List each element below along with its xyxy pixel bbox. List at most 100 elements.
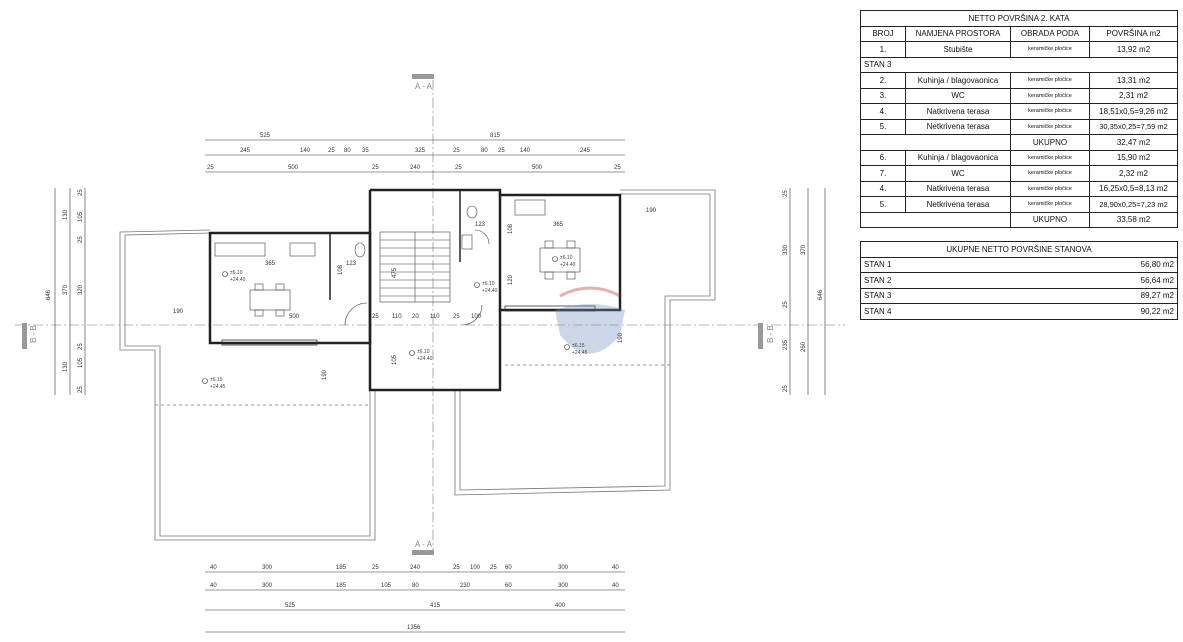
svg-text:25: 25 (498, 148, 505, 154)
section-label-right: B - B (766, 325, 775, 343)
svg-text:+24.40: +24.40 (560, 262, 576, 268)
svg-text:25: 25 (328, 148, 335, 154)
svg-text:320: 320 (78, 284, 84, 295)
svg-text:40: 40 (612, 565, 619, 571)
svg-text:230: 230 (460, 583, 471, 589)
svg-text:108: 108 (508, 223, 514, 234)
svg-text:245: 245 (580, 148, 591, 154)
svg-text:240: 240 (410, 565, 421, 571)
svg-text:+24.45: +24.45 (210, 384, 226, 390)
svg-text:105: 105 (78, 357, 84, 368)
svg-text:40: 40 (612, 583, 619, 589)
svg-text:300: 300 (558, 565, 569, 571)
svg-text:108: 108 (338, 264, 344, 275)
svg-text:25: 25 (783, 301, 789, 308)
svg-text:185: 185 (336, 583, 347, 589)
svg-text:300: 300 (262, 583, 273, 589)
dimension-text: 525 815 245 140 25 80 35 325 25 80 25 14… (46, 133, 824, 631)
svg-text:25: 25 (614, 165, 621, 171)
dimension-lines (54, 139, 826, 633)
svg-text:+24.40: +24.40 (230, 277, 246, 283)
svg-text:105: 105 (392, 354, 398, 365)
svg-text:500: 500 (288, 165, 299, 171)
svg-text:815: 815 (490, 133, 501, 139)
section-marker-bottom (412, 550, 434, 555)
svg-text:40: 40 (210, 565, 217, 571)
windows (221, 305, 596, 346)
svg-text:100: 100 (471, 314, 482, 320)
svg-text:±6.15: ±6.15 (210, 377, 223, 383)
watermark-logo-icon (555, 286, 625, 354)
walls (208, 188, 622, 392)
svg-text:25: 25 (78, 343, 84, 350)
svg-text:110: 110 (430, 314, 440, 320)
svg-text:±6.10: ±6.10 (230, 270, 243, 276)
svg-text:25: 25 (453, 565, 460, 571)
net-area-table: NETTO POVRŠINA 2. KATA BROJ NAMJENA PROS… (860, 10, 1178, 228)
svg-text:123: 123 (475, 222, 486, 228)
svg-text:500: 500 (289, 314, 300, 320)
svg-text:646: 646 (818, 289, 824, 300)
table-row: 6.Kuhinja / blagovaonica keramičke ploči… (860, 149, 1178, 166)
svg-text:25: 25 (372, 565, 379, 571)
section-label-left: B - B (29, 325, 38, 343)
svg-text:500: 500 (532, 165, 543, 171)
svg-text:25: 25 (372, 314, 379, 320)
svg-text:190: 190 (646, 208, 657, 214)
svg-text:325: 325 (415, 148, 426, 154)
svg-text:365: 365 (265, 261, 276, 267)
table-header-row: BROJ NAMJENA PROSTORA OBRADA PODA POVRŠI… (860, 25, 1178, 42)
svg-text:140: 140 (300, 148, 311, 154)
svg-text:365: 365 (553, 222, 564, 228)
svg-text:20: 20 (412, 314, 419, 320)
svg-text:300: 300 (262, 565, 273, 571)
svg-text:25: 25 (783, 385, 789, 392)
svg-text:190: 190 (322, 369, 328, 380)
section-axes (15, 80, 845, 552)
svg-text:25: 25 (78, 189, 84, 196)
svg-text:245: 245 (240, 148, 251, 154)
table-section-row: STAN 3 (860, 56, 1178, 73)
table-title: NETTO POVRŠINA 2. KATA (860, 10, 1178, 27)
svg-text:60: 60 (505, 565, 512, 571)
svg-text:400: 400 (555, 603, 566, 609)
svg-text:25: 25 (453, 148, 460, 154)
svg-text:240: 240 (410, 165, 421, 171)
svg-text:120: 120 (508, 274, 514, 285)
svg-text:370: 370 (63, 284, 69, 295)
level-markers: ±6.10 +24.40 ±6.10 +24.40 ±6.10 +24.40 ±… (202, 255, 588, 390)
svg-text:80: 80 (412, 583, 419, 589)
furniture (214, 199, 581, 326)
svg-text:110: 110 (392, 314, 402, 320)
svg-text:25: 25 (78, 386, 84, 393)
svg-text:260: 260 (801, 341, 807, 352)
svg-text:±6.10: ±6.10 (417, 349, 430, 355)
svg-text:25: 25 (490, 565, 497, 571)
section-marker-left (22, 323, 27, 349)
section-marker-top (412, 74, 434, 79)
svg-text:140: 140 (520, 148, 531, 154)
terrace-outlines (119, 189, 716, 541)
svg-text:25: 25 (783, 190, 789, 197)
section-marker-right (758, 323, 763, 349)
svg-text:525: 525 (260, 133, 271, 139)
svg-text:370: 370 (801, 244, 807, 255)
svg-text:415: 415 (430, 603, 441, 609)
svg-text:100: 100 (470, 565, 481, 571)
table-row: 2.Kuhinja / blagovaonica keramičke ploči… (860, 72, 1178, 89)
svg-text:±6.15: ±6.15 (572, 343, 585, 349)
svg-text:646: 646 (46, 289, 52, 300)
svg-text:80: 80 (344, 148, 351, 154)
svg-text:330: 330 (783, 244, 789, 255)
